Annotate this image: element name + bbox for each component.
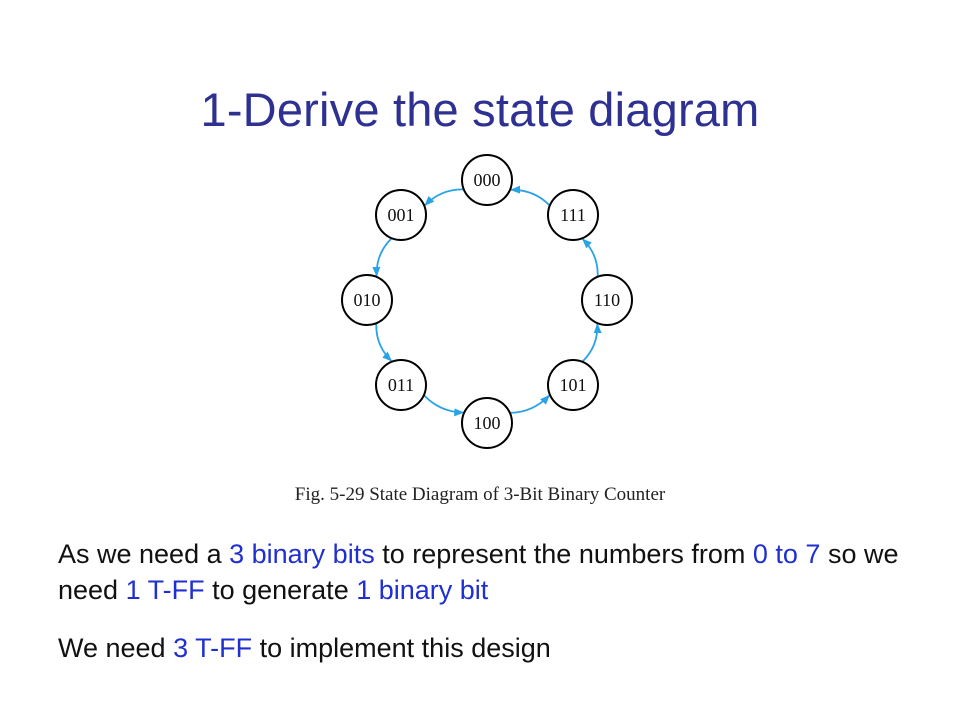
state-111: 111 <box>547 189 599 241</box>
state-circle <box>547 359 599 411</box>
state-label: 010 <box>354 290 381 310</box>
arrow-101-to-110 <box>581 323 602 363</box>
state-circle <box>461 154 513 206</box>
p1-segment: 1 binary bit <box>356 575 489 605</box>
state-011: 011 <box>375 359 427 411</box>
state-010: 010 <box>341 274 393 326</box>
paragraph-bits: As we need a 3 binary bits to represent … <box>58 536 928 608</box>
state-label: 000 <box>474 170 501 190</box>
arrow-111-to-000 <box>510 185 551 207</box>
p1-segment: As we need a <box>58 539 230 569</box>
state-101: 101 <box>547 359 599 411</box>
p1-segment: to represent the numbers from <box>374 539 753 569</box>
state-circle <box>581 274 633 326</box>
figure-caption: Fig. 5-29 State Diagram of 3-Bit Binary … <box>294 484 666 505</box>
state-100: 100 <box>461 397 513 449</box>
state-circle <box>375 189 427 241</box>
paragraph-tff: We need 3 T-FF to implement this design <box>58 630 928 666</box>
arrow-110-to-111 <box>581 238 599 277</box>
p1-segment: 3 binary bits <box>229 539 375 569</box>
transition-arrows <box>372 185 602 417</box>
state-label: 101 <box>560 375 587 395</box>
arrow-000-to-001 <box>424 188 464 206</box>
state-nodes: 000 001 010 011 100 101 110 111 <box>341 154 633 449</box>
state-label: 001 <box>388 205 415 225</box>
state-000: 000 <box>461 154 513 206</box>
state-label: 110 <box>594 290 620 310</box>
state-label: 111 <box>560 205 586 225</box>
arrow-001-to-010 <box>372 237 393 277</box>
slide-title: 1-Derive the state diagram <box>200 83 760 136</box>
state-label: 100 <box>474 413 501 433</box>
p1-segment: 0 to 7 <box>752 539 821 569</box>
state-001: 001 <box>375 189 427 241</box>
state-110: 110 <box>581 274 633 326</box>
p2-segment: We need <box>58 633 174 663</box>
state-circle <box>547 189 599 241</box>
arrow-011-to-100 <box>423 394 465 417</box>
p2-segment: 3 T-FF <box>173 633 253 663</box>
p1-segment: 1 T-FF <box>125 575 205 605</box>
p2-segment: to implement this design <box>252 633 551 663</box>
arrow-100-to-101 <box>509 394 550 414</box>
state-label: 011 <box>388 375 414 395</box>
state-circle <box>341 274 393 326</box>
state-circle <box>375 359 427 411</box>
state-circle <box>461 397 513 449</box>
p1-segment: to generate <box>204 575 357 605</box>
p1-segment: so we need <box>58 539 899 605</box>
arrow-010-to-011 <box>375 323 393 362</box>
